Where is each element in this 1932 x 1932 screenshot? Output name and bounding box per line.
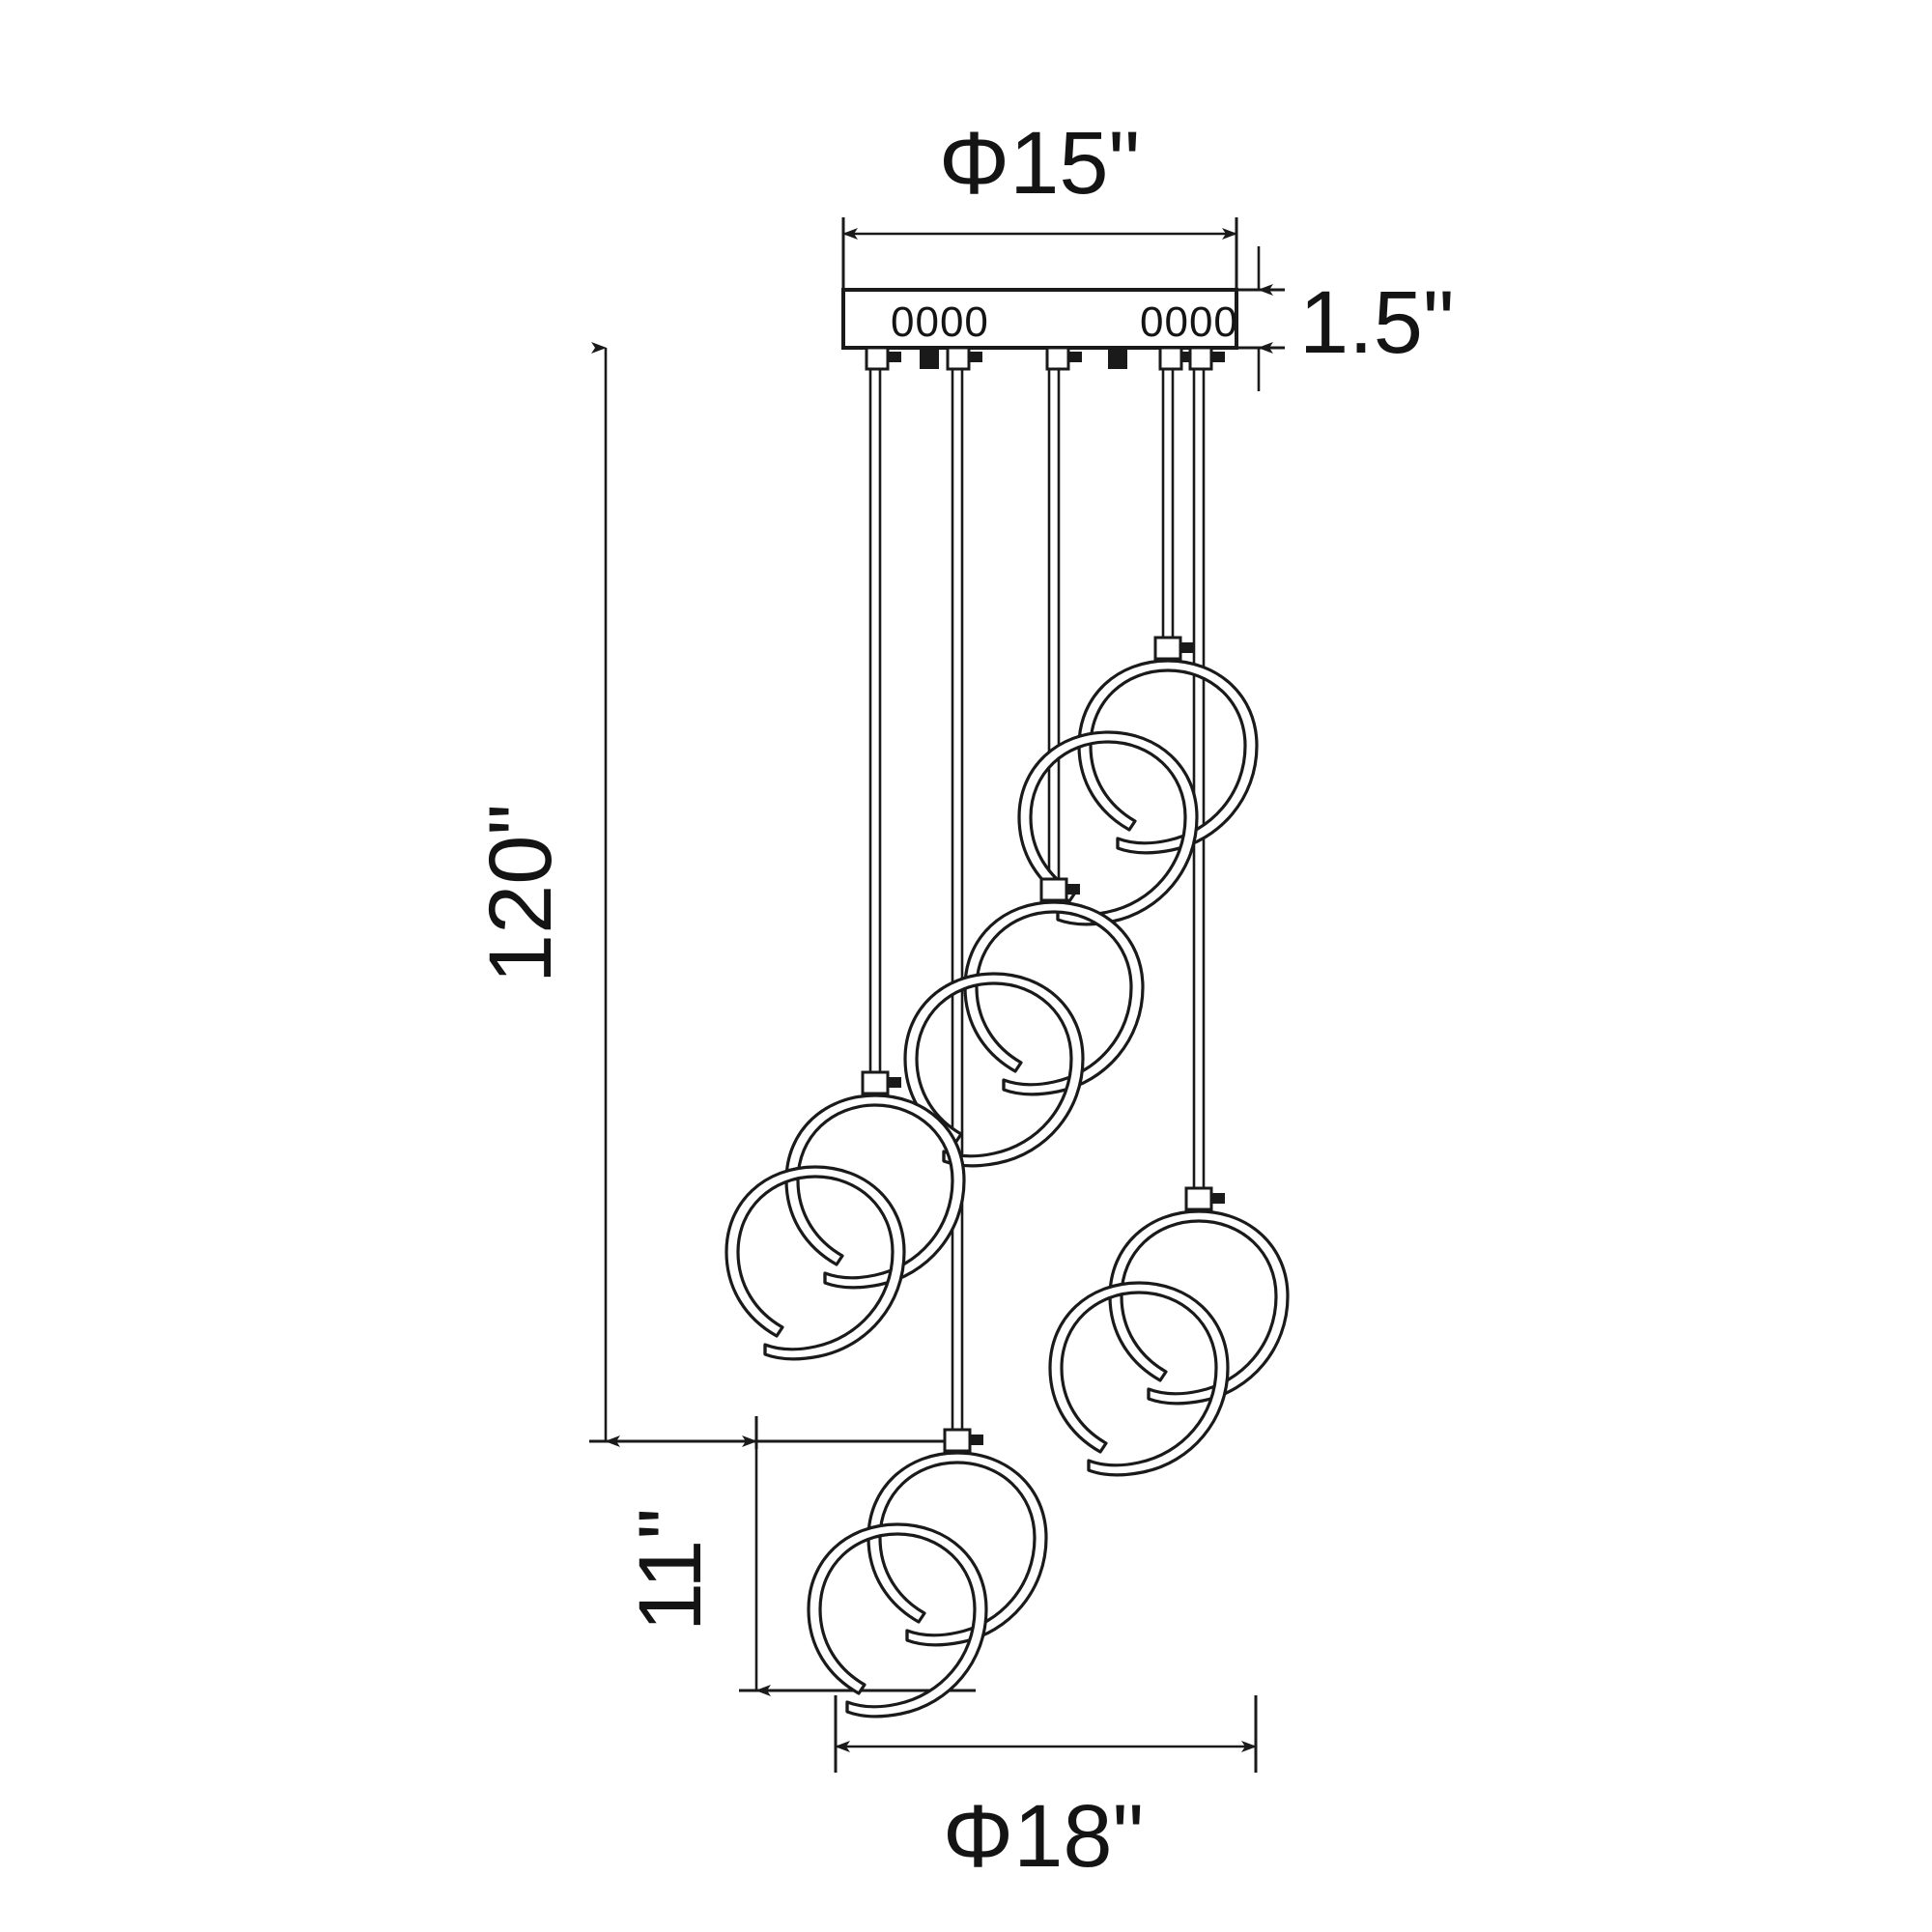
label-overall-drop: 120" xyxy=(471,804,570,983)
canopy-vent-marks-left: 0000 xyxy=(891,298,989,346)
canopy-vent-marks-right: 0000 xyxy=(1140,298,1238,346)
pendant-shade-3 xyxy=(903,877,1145,1168)
pendant-shade-2 xyxy=(807,1428,1048,1719)
canopy-body xyxy=(841,288,1238,350)
label-spread-diameter: Φ18" xyxy=(943,1787,1144,1886)
dim-spread-diameter xyxy=(834,1695,1258,1773)
canopy-outlets xyxy=(865,346,1225,371)
label-shade-height: 11" xyxy=(621,1508,720,1632)
pendant-shade-4 xyxy=(1017,636,1259,926)
dim-overall-drop xyxy=(589,342,976,1447)
label-canopy-height: 1.5" xyxy=(1299,273,1455,372)
pendant-shade-5 xyxy=(1048,1186,1290,1477)
label-canopy-diameter: Φ15" xyxy=(939,114,1140,213)
pendant-cords xyxy=(868,369,1206,1437)
dim-canopy-height xyxy=(1236,246,1285,391)
pendant-shade-1 xyxy=(724,1070,966,1361)
dim-canopy-diameter xyxy=(841,217,1238,290)
